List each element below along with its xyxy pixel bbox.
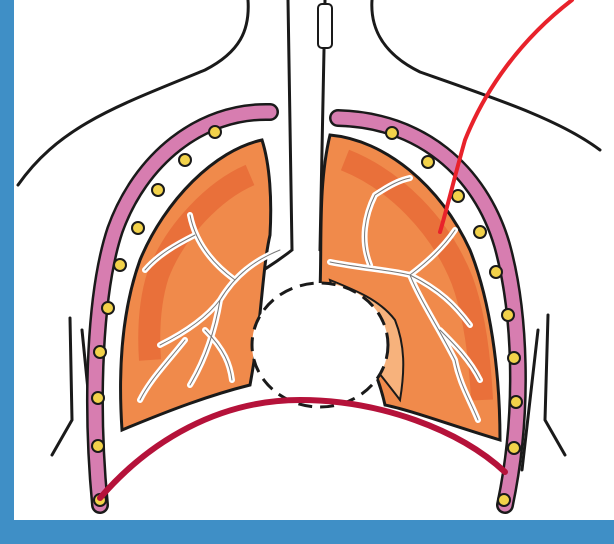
right-side-outline [545, 315, 565, 455]
neck-left-outline [18, 0, 248, 185]
heart-outline [252, 283, 388, 407]
trachea-connector-icon [318, 4, 332, 48]
left-side-outline [52, 318, 72, 455]
